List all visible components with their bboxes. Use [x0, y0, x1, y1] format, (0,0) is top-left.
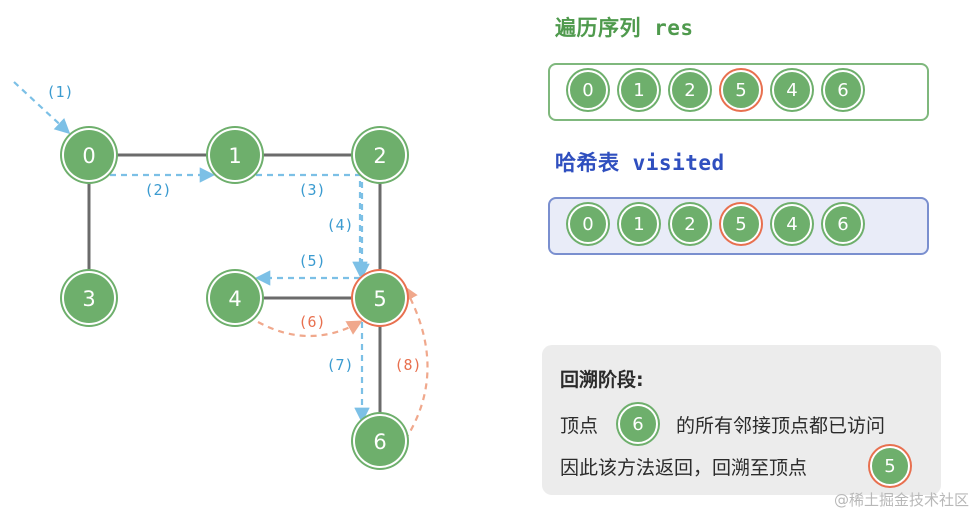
step-path-6 [257, 320, 363, 337]
panel-title: 回溯阶段: [560, 369, 644, 391]
step-label-6: (6) [298, 313, 325, 331]
step-label-3: (3) [298, 181, 325, 199]
step-path-8 [403, 285, 429, 441]
graph-node-label-6: 6 [373, 430, 386, 454]
graph-node-6: 6 [351, 412, 409, 470]
res-item-1: 1 [619, 70, 659, 110]
visited-item-4: 4 [772, 204, 812, 244]
panel-line2-pre: 因此该方法返回，回溯至顶点 [560, 457, 808, 479]
watermark: @稀土掘金技术社区 [833, 491, 969, 509]
res-item-4: 4 [772, 70, 812, 110]
panel-line1-pre: 顶点 [560, 415, 599, 437]
res-item-0: 0 [568, 70, 608, 110]
step-label-1: (1) [46, 83, 73, 101]
panel-node-5: 5 [870, 446, 910, 486]
graph-node-3: 3 [60, 269, 118, 327]
panel-node-6: 6 [618, 404, 658, 444]
panel-line1-post: 的所有邻接顶点都已访问 [676, 415, 886, 437]
step-label-2: (2) [144, 181, 171, 199]
visited-item-5: 5 [721, 204, 761, 244]
graph-node-label-2: 2 [373, 144, 386, 168]
res-title: 遍历序列 res [555, 16, 694, 40]
graph-node-0: 0 [60, 126, 118, 184]
graph-node-label-3: 3 [82, 287, 95, 311]
backtrack-info-panel: 回溯阶段: 顶点 6 的所有邻接顶点都已访问 因此该方法返回，回溯至顶点 5 [542, 345, 941, 495]
graph-node-1: 1 [206, 126, 264, 184]
res-item-2: 2 [670, 70, 710, 110]
visited-item-0: 0 [568, 204, 608, 244]
res-item-5: 5 [721, 70, 761, 110]
step-path-1 [13, 81, 71, 135]
graph-node-label-4: 4 [228, 287, 241, 311]
step-label-5: (5) [298, 252, 325, 270]
visited-item-2: 2 [670, 204, 710, 244]
step-label-4: (4) [326, 216, 353, 234]
visited-title: 哈希表 visited [555, 151, 725, 175]
graph-node-4: 4 [206, 269, 264, 327]
graph-node-label-1: 1 [228, 144, 241, 168]
graph-node-label-0: 0 [82, 144, 95, 168]
graph-node-5: 5 [351, 269, 409, 327]
step-label-8: (8) [394, 356, 421, 374]
graph-node-label-5: 5 [373, 287, 386, 311]
graph-node-2: 2 [351, 126, 409, 184]
res-item-6: 6 [823, 70, 863, 110]
visited-item-6: 6 [823, 204, 863, 244]
visited-item-1: 1 [619, 204, 659, 244]
step-label-7: (7) [326, 356, 353, 374]
